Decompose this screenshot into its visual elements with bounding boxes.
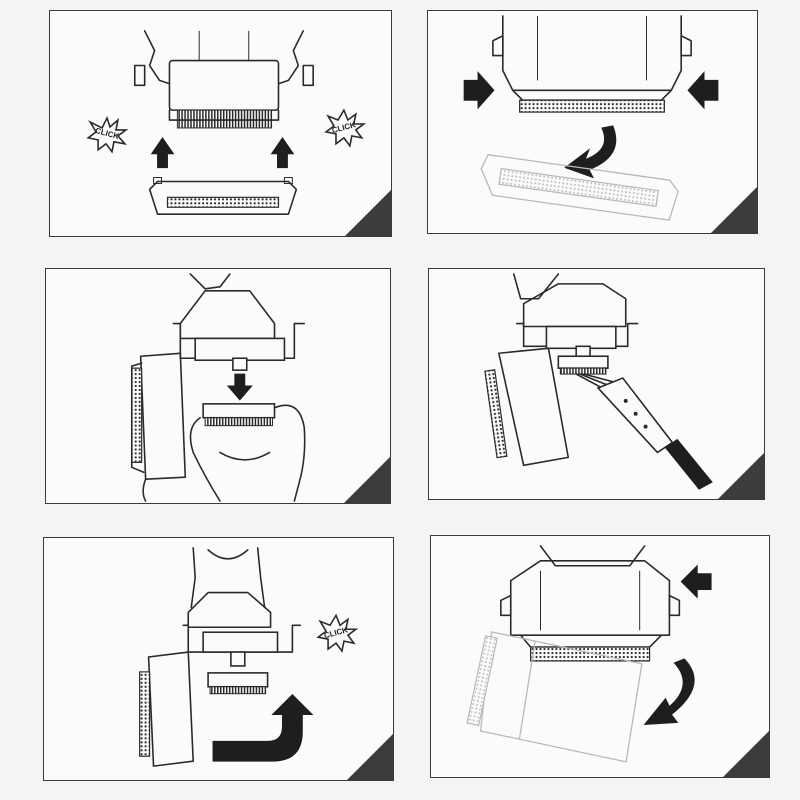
- corner-tab: [345, 190, 391, 236]
- corner-tab: [723, 731, 769, 777]
- step-4-panel: [428, 268, 765, 500]
- step-1-panel: CLICK CLICK: [49, 10, 392, 237]
- step-3-illustration: [130, 273, 306, 502]
- corner-tab: [711, 187, 757, 233]
- click-burst-icon: CLICK: [86, 115, 129, 154]
- corner-tab: [347, 734, 393, 780]
- corner-tab: [344, 457, 390, 503]
- click-burst-icon: CLICK: [324, 108, 367, 148]
- step-5-panel: CLICK: [43, 537, 394, 781]
- corner-tab: [718, 453, 764, 499]
- step-1-illustration: CLICK CLICK: [86, 30, 367, 215]
- curved-arrow-icon: [564, 125, 617, 179]
- arrow-left-icon: [680, 564, 712, 599]
- arrow-down-icon: [226, 373, 253, 401]
- curved-arrow-icon: [643, 658, 695, 725]
- step-2-illustration: [463, 15, 719, 221]
- click-burst-icon: CLICK: [316, 613, 359, 653]
- step-6-illustration: [466, 545, 712, 763]
- arrow-left-icon: [687, 71, 719, 110]
- step-3-panel: [45, 268, 391, 504]
- arrow-right-icon: [463, 71, 495, 110]
- step-6-panel: [430, 535, 770, 778]
- step-4-illustration: [484, 273, 713, 490]
- step-2-panel: [427, 10, 758, 234]
- curved-arrow-icon: [212, 694, 314, 762]
- arrow-up-icon: [270, 136, 295, 169]
- arrow-up-icon: [150, 136, 175, 169]
- step-5-illustration: CLICK: [139, 547, 359, 767]
